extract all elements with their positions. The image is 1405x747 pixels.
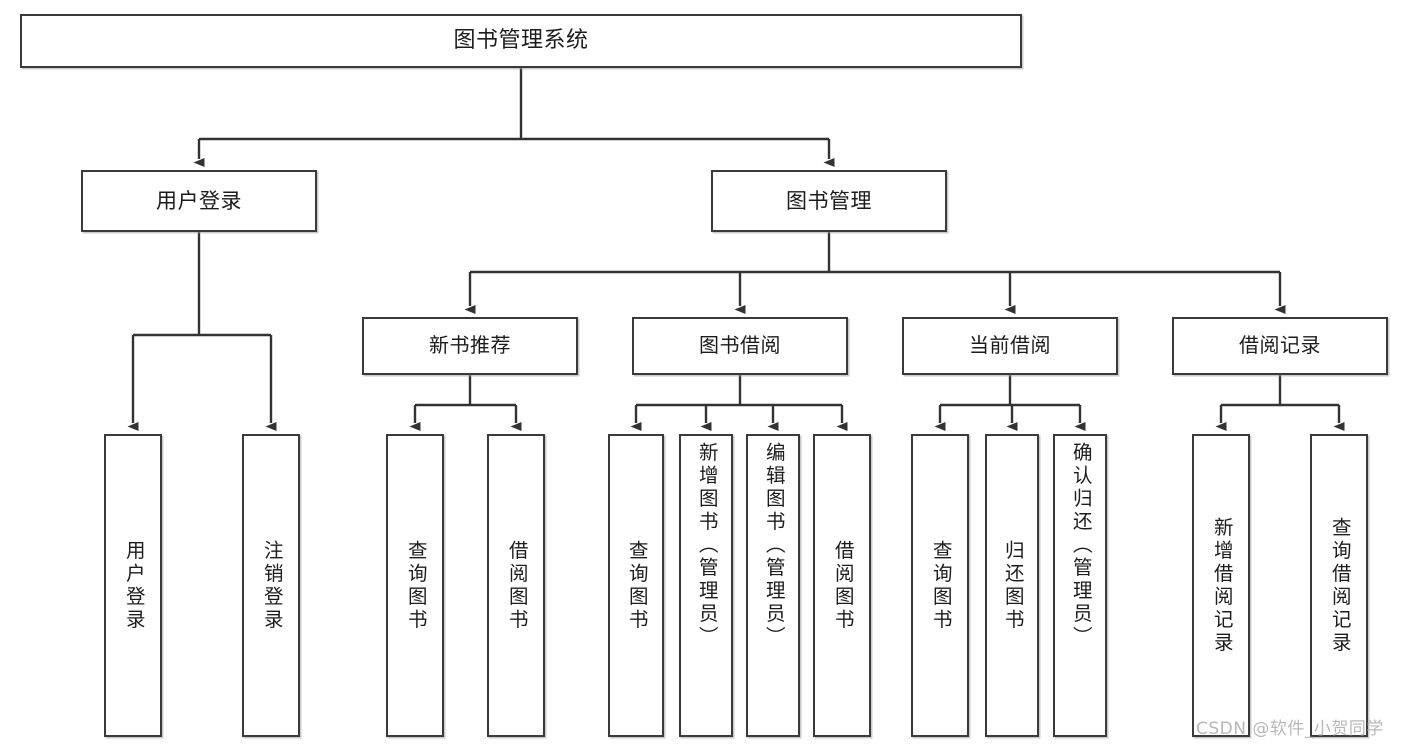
node-book-borrow[interactable]: 图书借阅 xyxy=(632,317,848,375)
node-leaf-add-book[interactable]: 新增图书（管理员） xyxy=(679,434,733,737)
node-leaf-query-book-3-label: 查询图书 xyxy=(929,539,953,632)
node-new-book-recommend[interactable]: 新书推荐 xyxy=(362,317,578,375)
node-root-label: 图书管理系统 xyxy=(453,28,589,54)
node-leaf-query-book-3[interactable]: 查询图书 xyxy=(911,434,969,737)
node-leaf-confirm-return[interactable]: 确认归还（管理员） xyxy=(1053,434,1107,737)
node-leaf-query-book-2[interactable]: 查询图书 xyxy=(608,434,664,737)
node-leaf-query-book-1-label: 查询图书 xyxy=(404,539,428,632)
node-leaf-user-login-label: 用户登录 xyxy=(122,539,146,632)
node-borrow-record-label: 借阅记录 xyxy=(1239,333,1321,358)
node-leaf-borrow-book-2-label: 借阅图书 xyxy=(831,539,855,632)
node-leaf-borrow-book-1[interactable]: 借阅图书 xyxy=(487,434,545,737)
node-user-login-label: 用户登录 xyxy=(156,188,242,213)
node-leaf-logout-label: 注销登录 xyxy=(260,539,284,632)
csdn-watermark: CSDN @软件_小贺同学 xyxy=(1196,719,1384,739)
node-user-login[interactable]: 用户登录 xyxy=(81,170,317,232)
node-leaf-query-record-label: 查询借阅记录 xyxy=(1328,516,1352,655)
node-leaf-query-book-1[interactable]: 查询图书 xyxy=(386,434,444,737)
node-leaf-borrow-book-1-label: 借阅图书 xyxy=(505,539,529,632)
node-leaf-edit-book[interactable]: 编辑图书（管理员） xyxy=(746,434,800,737)
node-book-manage[interactable]: 图书管理 xyxy=(711,170,947,232)
node-leaf-query-record[interactable]: 查询借阅记录 xyxy=(1310,434,1368,737)
node-leaf-confirm-return-label: 确认归还（管理员） xyxy=(1069,442,1093,649)
node-leaf-add-record[interactable]: 新增借阅记录 xyxy=(1192,434,1250,737)
node-leaf-return-book-label: 归还图书 xyxy=(1001,539,1025,632)
connector-group xyxy=(127,68,1345,431)
node-borrow-record[interactable]: 借阅记录 xyxy=(1172,317,1388,375)
node-book-borrow-label: 图书借阅 xyxy=(699,333,781,358)
node-leaf-add-book-label: 新增图书（管理员） xyxy=(695,442,719,649)
node-leaf-logout[interactable]: 注销登录 xyxy=(242,434,300,737)
node-current-borrow-label: 当前借阅 xyxy=(969,333,1051,358)
node-leaf-user-login[interactable]: 用户登录 xyxy=(104,434,162,737)
node-leaf-return-book[interactable]: 归还图书 xyxy=(985,434,1039,737)
node-current-borrow[interactable]: 当前借阅 xyxy=(902,317,1118,375)
node-book-manage-label: 图书管理 xyxy=(786,188,872,213)
node-leaf-add-record-label: 新增借阅记录 xyxy=(1210,516,1234,655)
node-leaf-query-book-2-label: 查询图书 xyxy=(625,539,649,632)
node-new-book-recommend-label: 新书推荐 xyxy=(429,333,511,358)
node-leaf-edit-book-label: 编辑图书（管理员） xyxy=(762,442,786,649)
node-root[interactable]: 图书管理系统 xyxy=(20,14,1022,68)
node-leaf-borrow-book-2[interactable]: 借阅图书 xyxy=(813,434,871,737)
